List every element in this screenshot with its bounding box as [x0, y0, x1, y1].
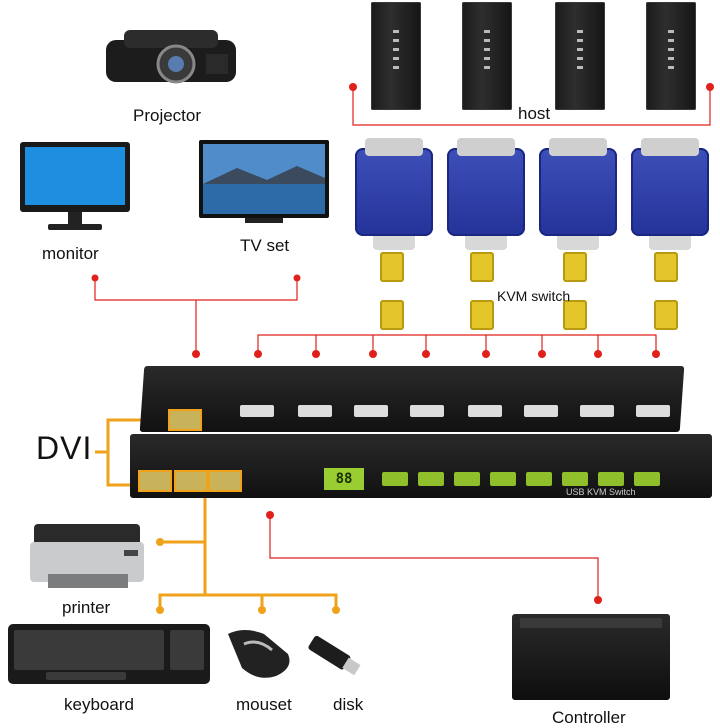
kvm-port-1 — [240, 405, 274, 417]
projector-label: Projector — [133, 106, 202, 125]
kvm-button-5[interactable] — [526, 472, 552, 486]
monitor-icon — [20, 142, 130, 230]
vga-plug-2b — [470, 300, 494, 330]
host-label: host — [518, 104, 551, 123]
kvm-port-5 — [468, 405, 502, 417]
usb-disk-icon — [308, 635, 361, 676]
keyboard-icon — [8, 624, 210, 684]
kvm-button-1[interactable] — [382, 472, 408, 486]
tv-icon — [199, 140, 329, 223]
dvi-label: DVI — [36, 430, 93, 466]
vga-plug-4a — [654, 252, 678, 282]
vga-plug-1a — [380, 252, 404, 282]
kvm-button-4[interactable] — [490, 472, 516, 486]
disk-label: disk — [333, 695, 364, 714]
vga-plug-3b — [563, 300, 587, 330]
printer-label: printer — [62, 598, 111, 617]
kvm-back-panel — [139, 366, 685, 432]
projector-icon — [106, 30, 236, 84]
host-pc-3 — [555, 2, 605, 110]
controller-label: Controller — [552, 708, 626, 727]
kvm-port-7 — [580, 405, 614, 417]
vga-plug-2a — [470, 252, 494, 282]
controller-device — [512, 614, 670, 700]
mouse-icon — [228, 630, 290, 678]
kvm-port-6 — [524, 405, 558, 417]
kvm-port-8 — [636, 405, 670, 417]
kvm-port-2 — [298, 405, 332, 417]
tv-set-label: TV set — [240, 236, 290, 255]
vga-plug-1b — [380, 300, 404, 330]
monitor-label: monitor — [42, 244, 99, 263]
kvm-button-3[interactable] — [454, 472, 480, 486]
kvm-button-7[interactable] — [598, 472, 624, 486]
dvi-adapter-3 — [539, 138, 617, 250]
segment-display: 88 — [324, 468, 364, 490]
kvm-switch-label: KVM switch — [497, 288, 571, 304]
host-pc-2 — [462, 2, 512, 110]
dvi-port-1 — [138, 470, 172, 492]
kvm-button-6[interactable] — [562, 472, 588, 486]
keyboard-label: keyboard — [64, 695, 134, 714]
printer-icon — [30, 524, 144, 588]
kvm-front-label: USB KVM Switch — [566, 487, 636, 497]
dvi-adapter-4 — [631, 138, 709, 250]
kvm-port-3 — [354, 405, 388, 417]
dvi-output-port — [168, 409, 202, 431]
vga-plug-4b — [654, 300, 678, 330]
dvi-port-3 — [208, 470, 242, 492]
mouse-label: mouset — [236, 695, 292, 714]
kvm-port-4 — [410, 405, 444, 417]
kvm-button-8[interactable] — [634, 472, 660, 486]
kvm-button-2[interactable] — [418, 472, 444, 486]
dvi-adapter-2 — [447, 138, 525, 250]
vga-plug-3a — [563, 252, 587, 282]
dvi-adapter-1 — [355, 138, 433, 250]
host-pc-1 — [371, 2, 421, 110]
dvi-port-2 — [174, 470, 208, 492]
host-pc-4 — [646, 2, 696, 110]
